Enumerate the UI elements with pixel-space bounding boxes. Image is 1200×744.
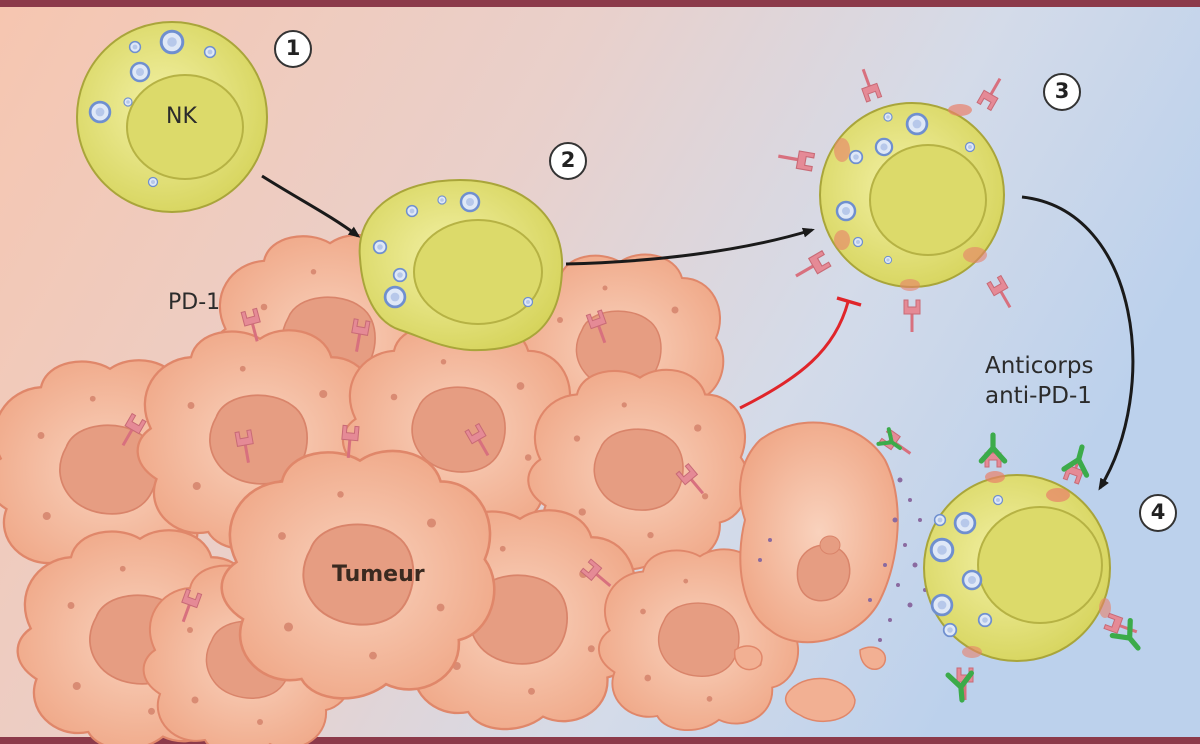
nk-cell-2 xyxy=(358,178,564,352)
nk-cell-3 xyxy=(775,64,1019,334)
step-4-marker: 4 xyxy=(1139,494,1177,532)
nk-cell-4 xyxy=(923,435,1147,701)
arrow-2-to-3 xyxy=(565,227,815,266)
antibody-label-line2: anti-PD-1 xyxy=(985,383,1092,409)
step-3-marker: 3 xyxy=(1043,73,1081,111)
pd1-label: PD-1 xyxy=(168,290,221,315)
top-border xyxy=(0,0,1200,7)
dying-tumor-cell xyxy=(734,421,899,723)
bottom-border xyxy=(0,737,1200,744)
antibody-label-line1: Anticorps xyxy=(985,353,1094,379)
step-1-marker: 1 xyxy=(274,30,312,68)
nk-label: NK xyxy=(166,104,197,129)
arrow-3-to-4 xyxy=(1021,195,1135,491)
nk-cell-1 xyxy=(76,21,268,213)
step-2-marker: 2 xyxy=(549,142,587,180)
arrow-1-to-2 xyxy=(261,174,361,238)
inhibition-arrow xyxy=(739,296,862,410)
tumor-label: Tumeur xyxy=(332,562,425,587)
